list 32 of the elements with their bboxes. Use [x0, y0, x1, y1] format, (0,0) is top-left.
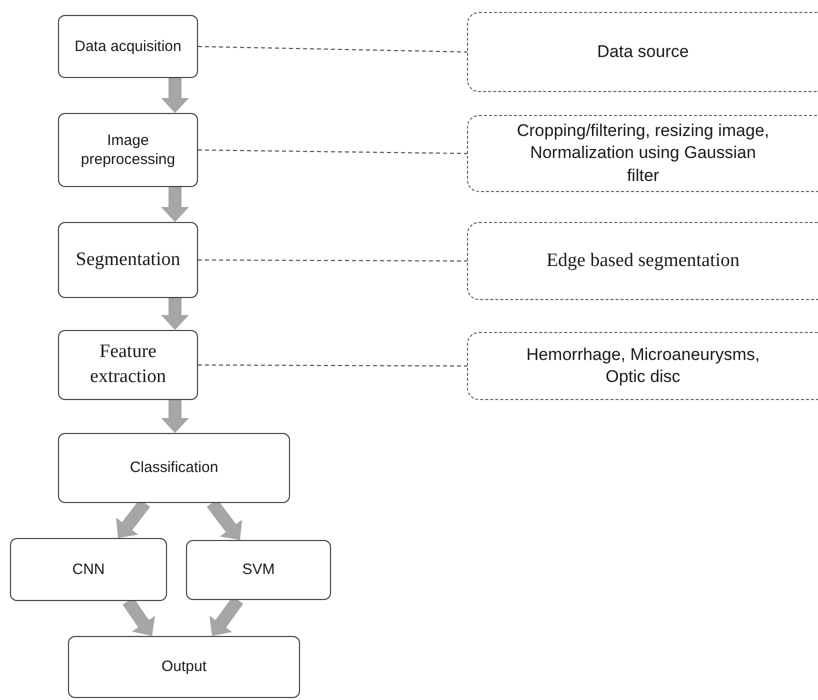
box-label: Hemorrhage, Microaneurysms, Optic disc [525, 344, 761, 388]
box-label: CNN [72, 560, 105, 580]
note-box [467, 222, 818, 300]
note-box [467, 332, 818, 400]
box-label: Classification [130, 458, 218, 478]
note-box [467, 115, 818, 192]
process-box [58, 113, 198, 187]
dashed-connector [198, 46, 468, 52]
process-box [186, 540, 331, 600]
process-box [58, 433, 290, 503]
process-box [10, 538, 167, 601]
box-label: Cropping/filtering, resizing image, Normalization using Gaussian filter [516, 120, 770, 187]
process-box [58, 330, 198, 400]
box-label: Feature extraction [89, 340, 167, 389]
process-box [58, 222, 198, 298]
process-box [58, 15, 198, 78]
note-box [467, 12, 818, 92]
block-arrow [161, 400, 189, 433]
dashed-connector [198, 150, 468, 154]
block-arrow [161, 298, 189, 330]
box-label: Data acquisition [74, 36, 182, 56]
box-label: Edge based segmentation [546, 248, 740, 273]
box-label: Image preprocessing [80, 130, 176, 170]
dashed-connector [198, 364, 468, 366]
box-label: Segmentation [76, 248, 180, 272]
block-arrow [161, 187, 189, 222]
dashed-connector [198, 260, 468, 262]
box-label: SVM [242, 560, 275, 580]
box-label: Data source [597, 40, 689, 63]
box-label: Output [161, 657, 207, 677]
process-box [68, 636, 300, 698]
block-arrow [161, 78, 189, 113]
